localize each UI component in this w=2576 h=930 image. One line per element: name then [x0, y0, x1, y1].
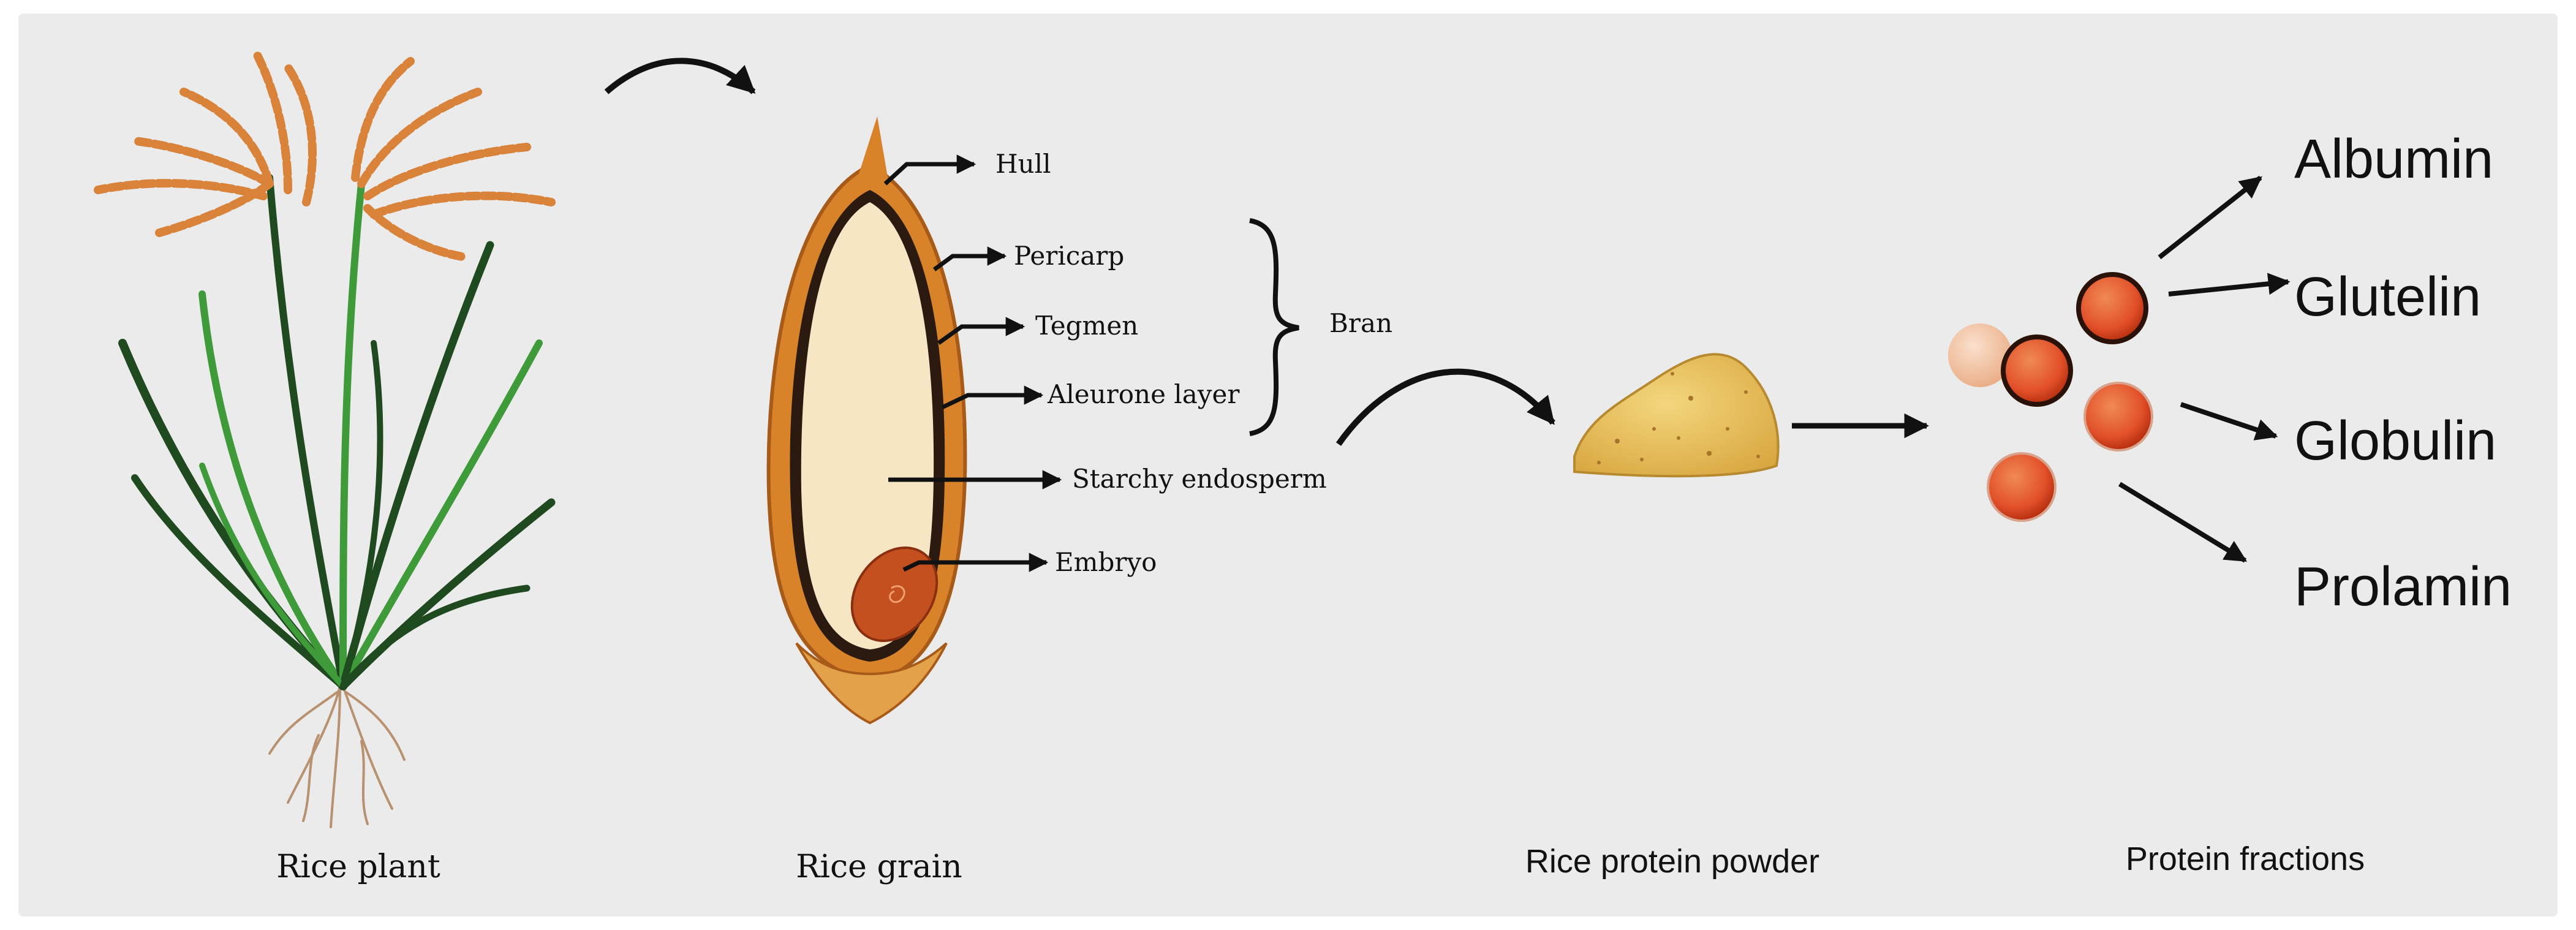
grain-base [795, 642, 948, 725]
protein-ball [2083, 382, 2153, 452]
label-bran: Bran [1329, 308, 1392, 338]
label-pericarp: Pericarp [1014, 241, 1124, 271]
arrow-grain-to-powder [1335, 368, 1555, 446]
caption-rice-plant: Rice plant [276, 849, 440, 885]
protein-powder-illustration [1573, 353, 1780, 478]
protein-ball-faded [1948, 323, 2012, 387]
fraction-label-prolamin: Prolamin [2294, 556, 2512, 618]
caption-rice-protein-powder: Rice protein powder [1525, 843, 1819, 880]
grain-endosperm [801, 202, 934, 649]
leaves [118, 174, 556, 690]
rice-plant-illustration [94, 51, 556, 828]
grain-label-arrows [883, 154, 1062, 572]
protein-balls [1948, 272, 2153, 522]
arrow-plant-to-grain [604, 58, 756, 94]
label-embryo: Embryo [1055, 547, 1157, 577]
bran-brace [1249, 218, 1299, 436]
fraction-label-glutelin: Glutelin [2294, 267, 2481, 328]
fraction-label-globulin: Globulin [2294, 410, 2496, 472]
caption-rice-grain: Rice grain [796, 849, 962, 885]
label-hull: Hull [995, 149, 1051, 179]
roots [268, 685, 406, 828]
rice-grain-illustration [766, 116, 967, 725]
protein-ball [2001, 335, 2073, 407]
caption-protein-fractions: Protein fractions [2126, 841, 2365, 877]
grain-embryo [850, 546, 939, 643]
label-tegmen: Tegmen [1035, 311, 1138, 341]
protein-ball [1987, 452, 2057, 522]
grain-tip [858, 116, 888, 181]
protein-ball [2076, 272, 2148, 344]
label-aleurone-layer: Aleurone layer [1047, 379, 1240, 409]
fraction-arrows [2118, 175, 2291, 563]
background-panel [18, 13, 2558, 917]
fraction-label-albumin: Albumin [2294, 129, 2493, 190]
panicles [94, 51, 556, 262]
label-starchy-endosperm: Starchy endosperm [1072, 464, 1327, 494]
